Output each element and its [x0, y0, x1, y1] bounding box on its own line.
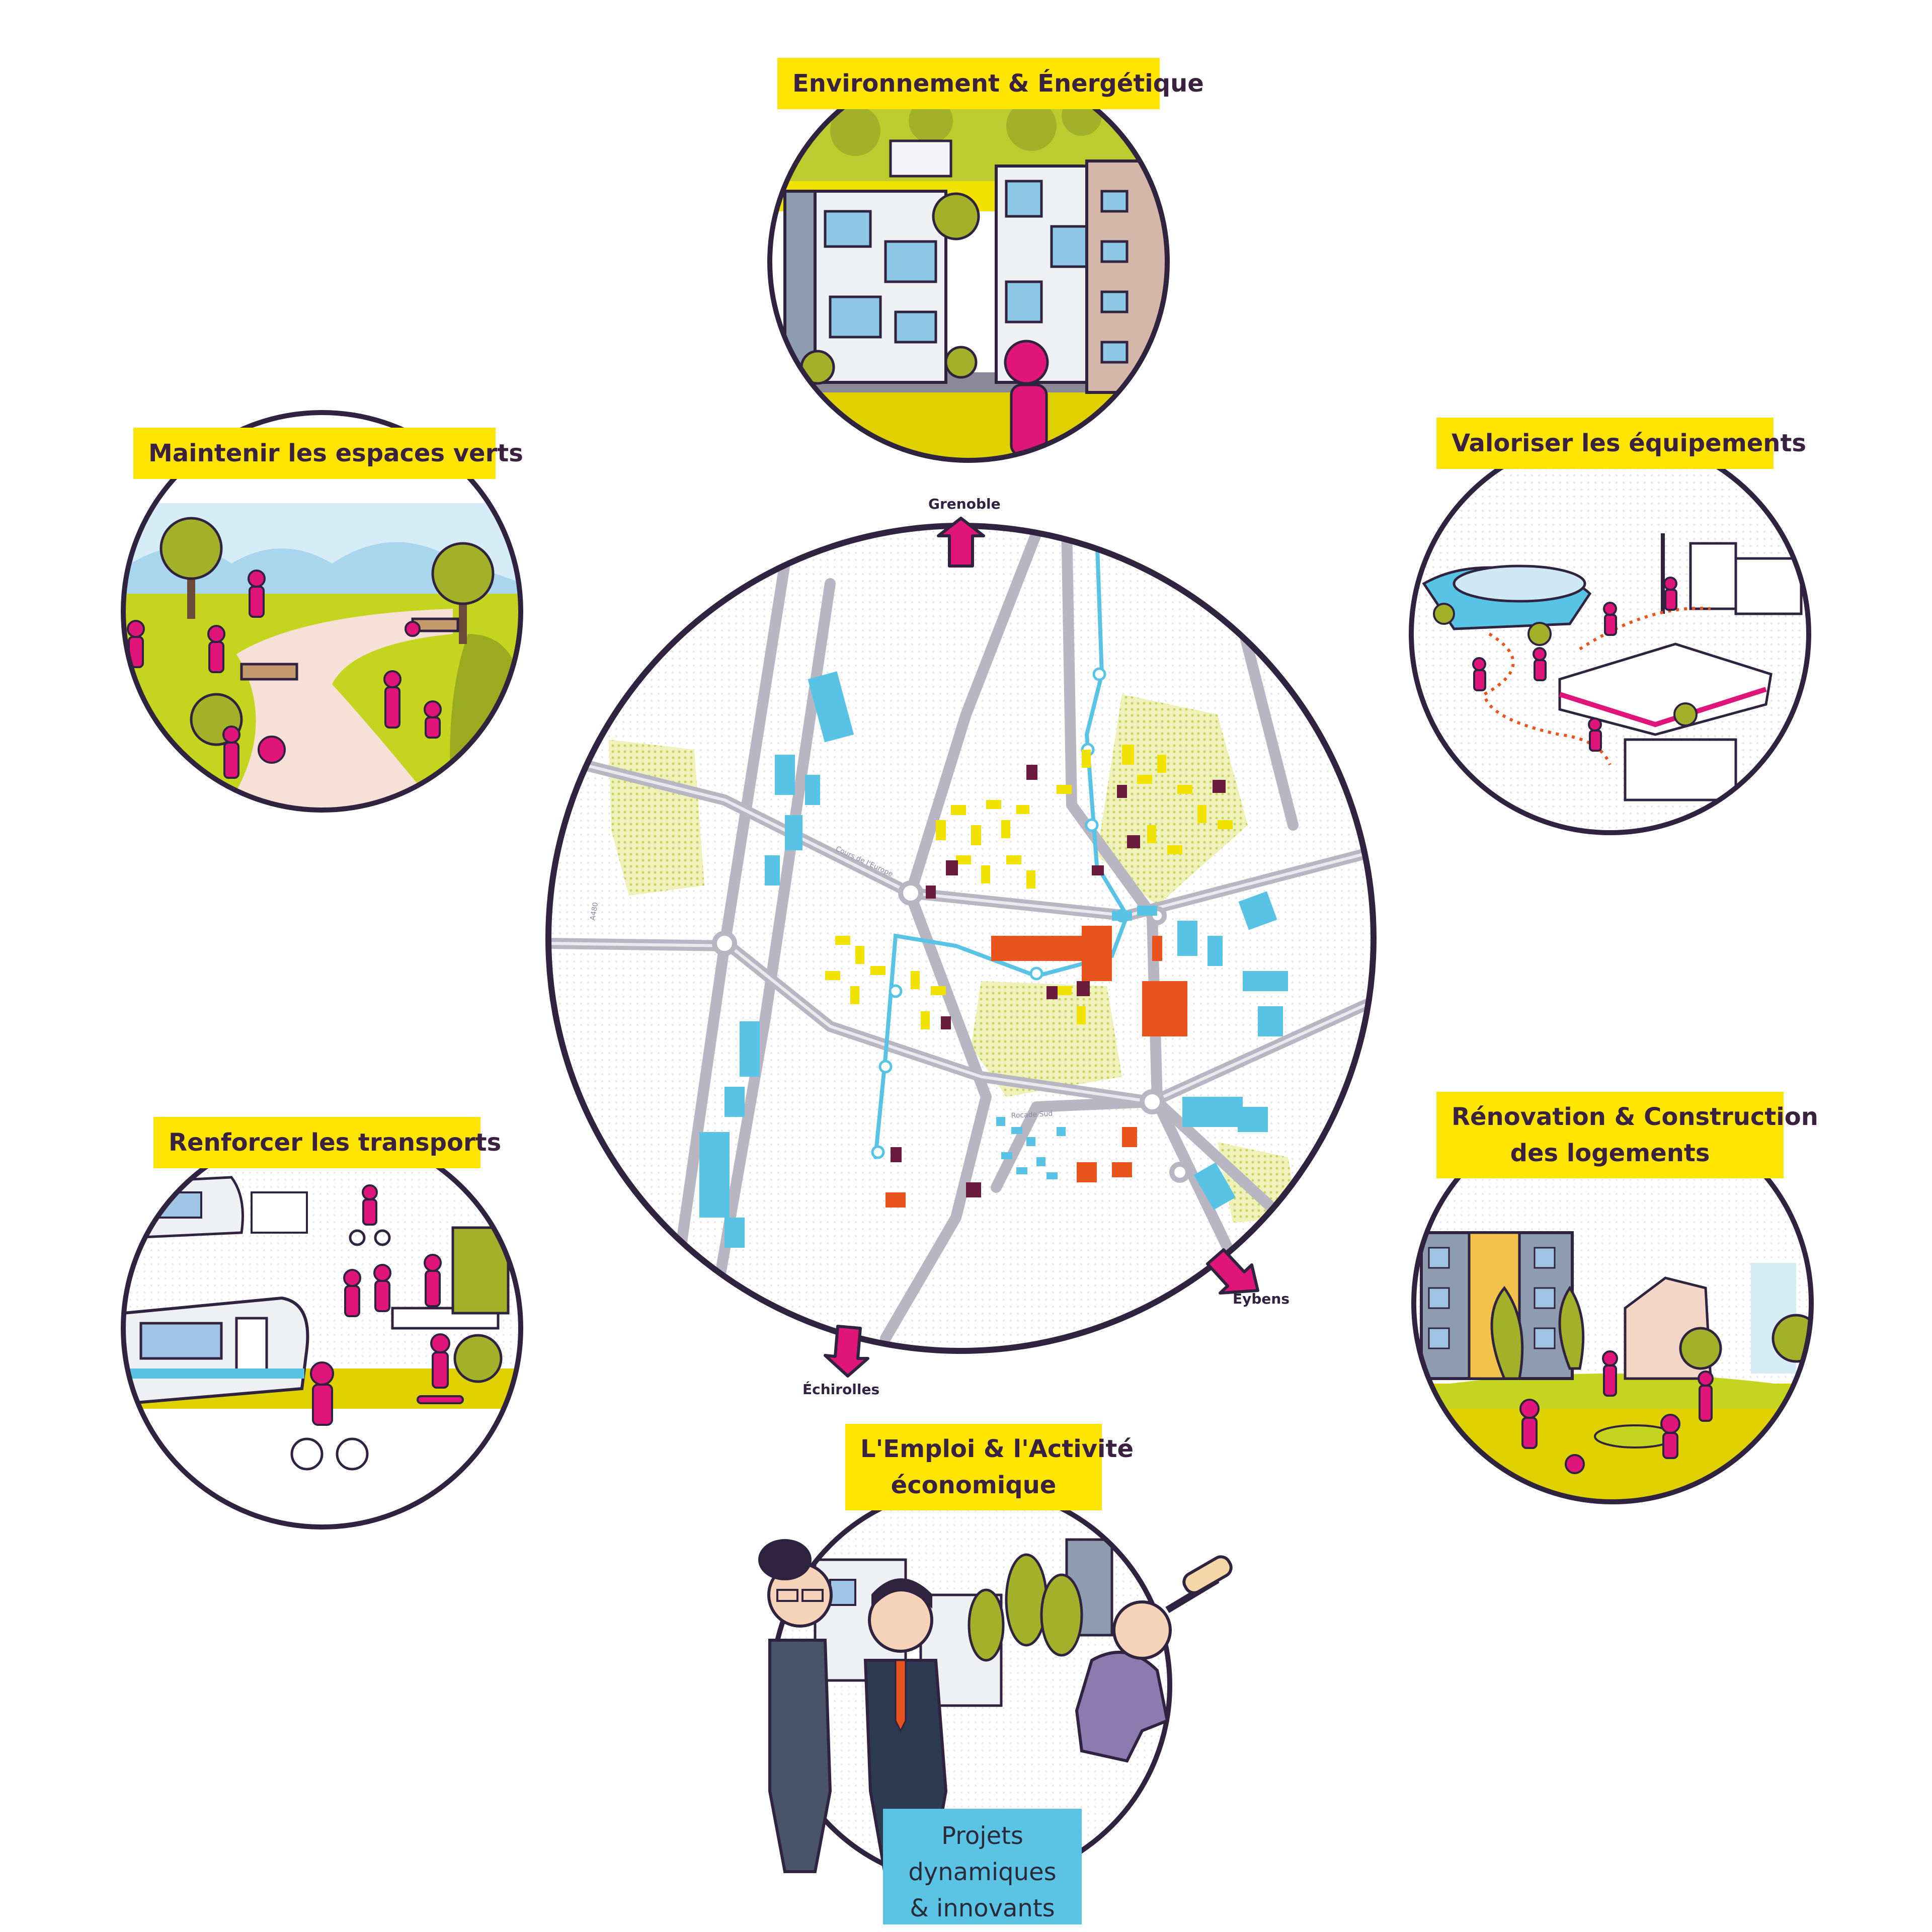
label-logements-line1: Rénovation & Construction: [1452, 1103, 1818, 1131]
callout-line2: dynamiques: [908, 1858, 1057, 1886]
label-emploi: L'Emploi & l'Activité économique: [845, 1424, 1134, 1510]
projets-callout: Projets dynamiques & innovants: [883, 1809, 1082, 1924]
label-transports: Renforcer les transports: [153, 1117, 501, 1168]
label-emploi-line1: L'Emploi & l'Activité: [860, 1435, 1134, 1463]
south-arrow-icon: [824, 1325, 869, 1378]
callout-line3: & innovants: [910, 1894, 1055, 1922]
label-equipements: Valoriser les équipements: [1436, 418, 1806, 469]
direction-eybens: Eybens: [1233, 1291, 1290, 1307]
scene-equipements: [1409, 433, 1811, 835]
southeast-arrow-icon: [1206, 1248, 1259, 1295]
direction-echirolles: Échirolles: [802, 1381, 880, 1398]
district-map: Rocade Sud Cours de l'Europe A480: [545, 517, 1377, 1378]
callout-line1: Projets: [941, 1822, 1023, 1850]
scene-environnement: [767, 60, 1170, 463]
scene-transports: [121, 1127, 523, 1530]
label-logements: Rénovation & Construction des logements: [1436, 1092, 1818, 1178]
label-logements-line2: des logements: [1510, 1139, 1710, 1167]
label-environnement: Environnement & Énergétique: [777, 58, 1204, 109]
north-arrow-icon: [937, 517, 985, 568]
label-emploi-line2: économique: [891, 1471, 1057, 1499]
direction-grenoble: Grenoble: [928, 496, 1001, 512]
label-espaces-verts: Maintenir les espaces verts: [133, 428, 523, 479]
road-label-a480: A480: [589, 902, 600, 921]
road-label-rocade: Rocade Sud: [1011, 1110, 1053, 1120]
